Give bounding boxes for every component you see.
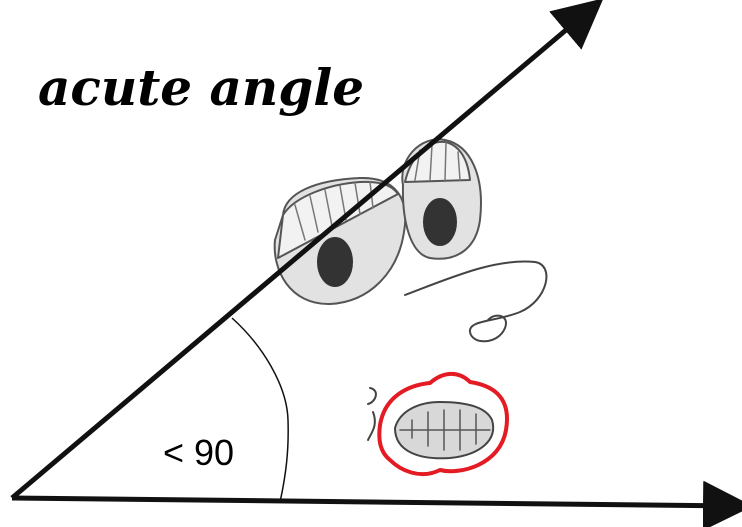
lower-ray [11,480,742,527]
angle-arc [231,317,289,503]
cheek-mark [367,387,377,441]
left-eye [273,176,407,306]
cartoon-face [273,138,548,477]
right-eye [401,138,482,260]
diagram-title: acute angle [38,58,365,117]
mouth [377,371,509,477]
right-pupil [423,198,457,246]
upper-ray [10,0,604,500]
angle-measure-label: < 90 [163,432,235,473]
nose [404,260,548,343]
left-pupil [317,237,353,287]
